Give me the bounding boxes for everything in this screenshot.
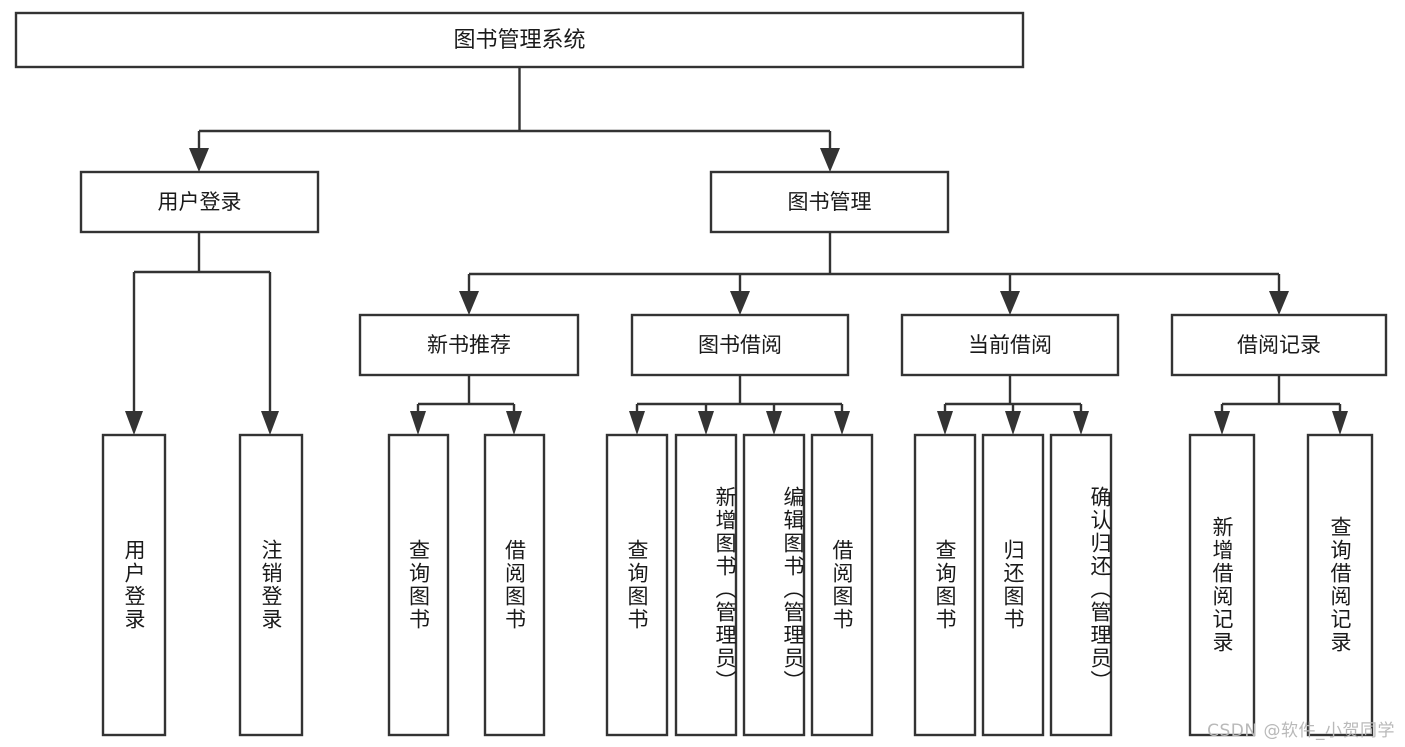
arrowhead-bb-borrow: [834, 411, 850, 435]
connector-group-book-borrow: [629, 375, 850, 435]
connector-group-new-book: [410, 375, 522, 435]
connector-group-root: [189, 67, 840, 172]
node-box-borrow-record[interactable]: [1170, 313, 1388, 377]
leaf-box-bb-borrow-book[interactable]: [810, 433, 874, 737]
leaf-box-nb-borrow-book[interactable]: [483, 433, 546, 737]
arrowhead-br-query: [1332, 411, 1348, 435]
leaf-box-nb-query-book[interactable]: [387, 433, 450, 737]
node-box-book-management[interactable]: [709, 170, 950, 234]
connector-group-book-mgmt: [459, 232, 1289, 315]
arrowhead-leaf-user-login: [125, 411, 143, 435]
leaf-box-logout[interactable]: [238, 433, 304, 737]
leaf-box-cb-query-book[interactable]: [913, 433, 977, 737]
arrowhead-user-login: [189, 148, 209, 172]
node-box-current-borrow[interactable]: [900, 313, 1120, 377]
leaf-box-user-login[interactable]: [101, 433, 167, 737]
arrowhead-borrow-record: [1269, 291, 1289, 315]
node-label-current-borrow: 当前借阅: [968, 333, 1052, 357]
node-label-book-borrow: 图书借阅: [698, 333, 782, 357]
leaf-box-br-query-record[interactable]: [1306, 433, 1374, 737]
arrowhead-current-borrow: [1000, 291, 1020, 315]
arrowhead-book-borrow: [730, 291, 750, 315]
arrowhead-bb-query: [629, 411, 645, 435]
connector-group-borrow-record: [1214, 375, 1348, 435]
leaf-box-bb-query-book[interactable]: [605, 433, 669, 737]
arrowhead-leaf-logout: [261, 411, 279, 435]
node-box-user-login[interactable]: [79, 170, 320, 234]
arrowhead-book-mgmt: [820, 148, 840, 172]
leaf-box-cb-confirm-return[interactable]: [1049, 433, 1113, 737]
arrowhead-bb-edit: [766, 411, 782, 435]
arrowhead-nb-borrow: [506, 411, 522, 435]
arrowhead-cb-query: [937, 411, 953, 435]
node-label-user-login: 用户登录: [158, 190, 242, 214]
leaf-box-bb-add-book[interactable]: [674, 433, 738, 737]
connector-group-current-borrow: [937, 375, 1089, 435]
node-label-borrow-record: 借阅记录: [1237, 333, 1321, 357]
node-box-new-book-recommend[interactable]: [358, 313, 580, 377]
node-box-book-borrow[interactable]: [630, 313, 850, 377]
node-label-book-management: 图书管理: [788, 190, 872, 214]
csdn-watermark: CSDN @软件_小贺同学: [1207, 721, 1395, 741]
leaf-box-bb-edit-book[interactable]: [742, 433, 806, 737]
node-label-root: 图书管理系统: [453, 28, 585, 53]
node-box-root[interactable]: [14, 11, 1025, 69]
arrowhead-cb-confirm: [1073, 411, 1089, 435]
arrowhead-br-add: [1214, 411, 1230, 435]
connector-group-user-login: [125, 232, 279, 435]
node-label-new-book-recommend: 新书推荐: [427, 333, 511, 357]
leaf-box-cb-return-book[interactable]: [981, 433, 1045, 737]
arrowhead-cb-return: [1005, 411, 1021, 435]
leaf-box-br-add-record[interactable]: [1188, 433, 1256, 737]
arrowhead-new-book: [459, 291, 479, 315]
arrowhead-nb-query: [410, 411, 426, 435]
arrowhead-bb-add: [698, 411, 714, 435]
